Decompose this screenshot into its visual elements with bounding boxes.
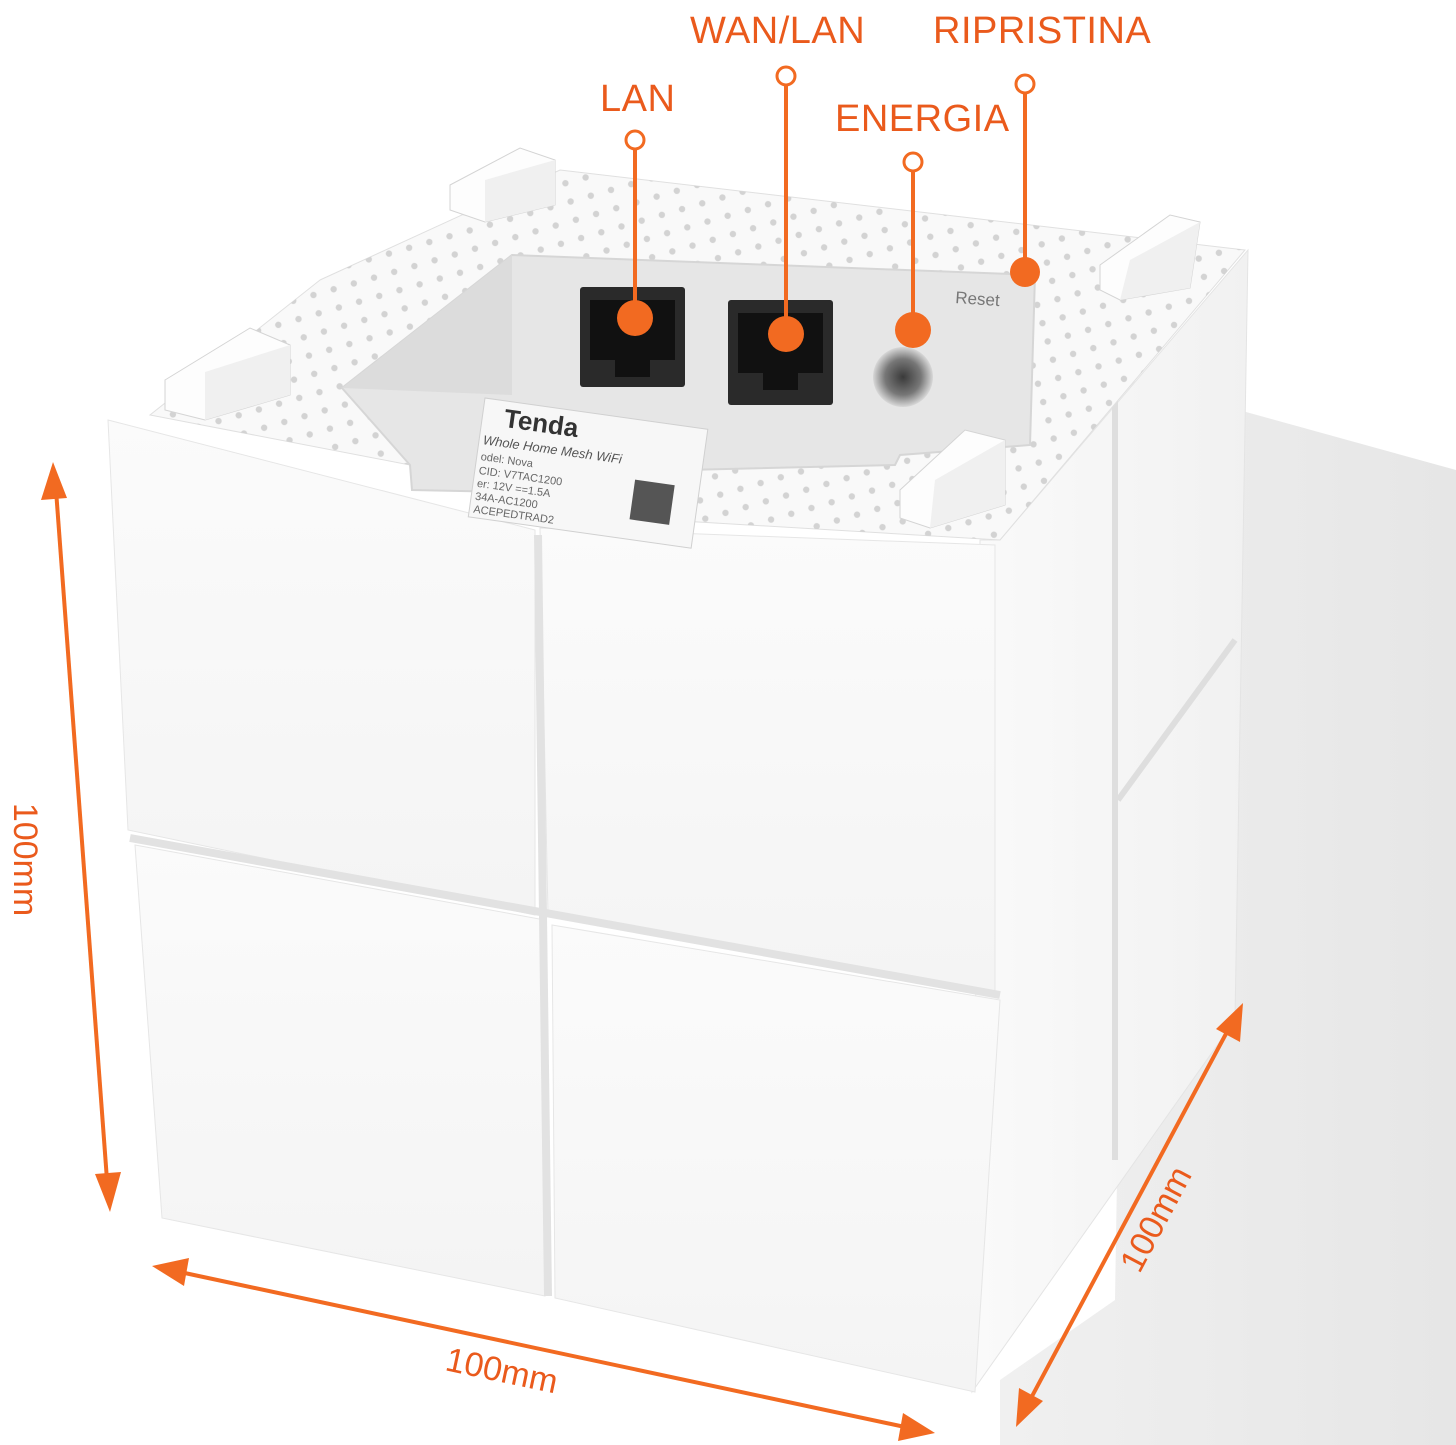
callout-wan-lan xyxy=(768,65,804,352)
label-ripristina: RIPRISTINA xyxy=(933,10,1152,52)
front-panel-bottom-left xyxy=(134,844,546,1297)
right-side-face xyxy=(971,248,1249,1394)
side-seam xyxy=(1115,638,1238,802)
foot xyxy=(164,327,291,421)
front-panel-top-left xyxy=(107,419,536,916)
port-recess-wall xyxy=(342,255,512,395)
front-panel-bottom-right xyxy=(551,924,1001,1393)
lan-port xyxy=(580,287,685,387)
device-sticker: Tenda Whole Home Mesh WiFi odel: Nova CI… xyxy=(467,397,709,549)
label-lan: LAN xyxy=(600,78,676,120)
depth-arrow xyxy=(1016,1003,1243,1427)
label-energia: ENERGIA xyxy=(835,98,1010,140)
reset-label: Reset xyxy=(955,288,1001,310)
foot xyxy=(899,429,1006,529)
label-wan-lan: WAN/LAN xyxy=(690,10,866,52)
qr-code xyxy=(629,479,675,525)
label-height: 100mm xyxy=(6,802,45,917)
foot xyxy=(449,147,556,223)
power-jack xyxy=(873,347,933,407)
callout-ripristina xyxy=(1010,73,1040,287)
callout-lan xyxy=(617,129,653,336)
foot xyxy=(1099,214,1201,301)
height-arrow xyxy=(41,462,121,1212)
wan-lan-port xyxy=(728,300,833,405)
width-arrow xyxy=(152,1258,935,1441)
callout-energia xyxy=(895,151,931,348)
front-seam xyxy=(129,834,1001,999)
